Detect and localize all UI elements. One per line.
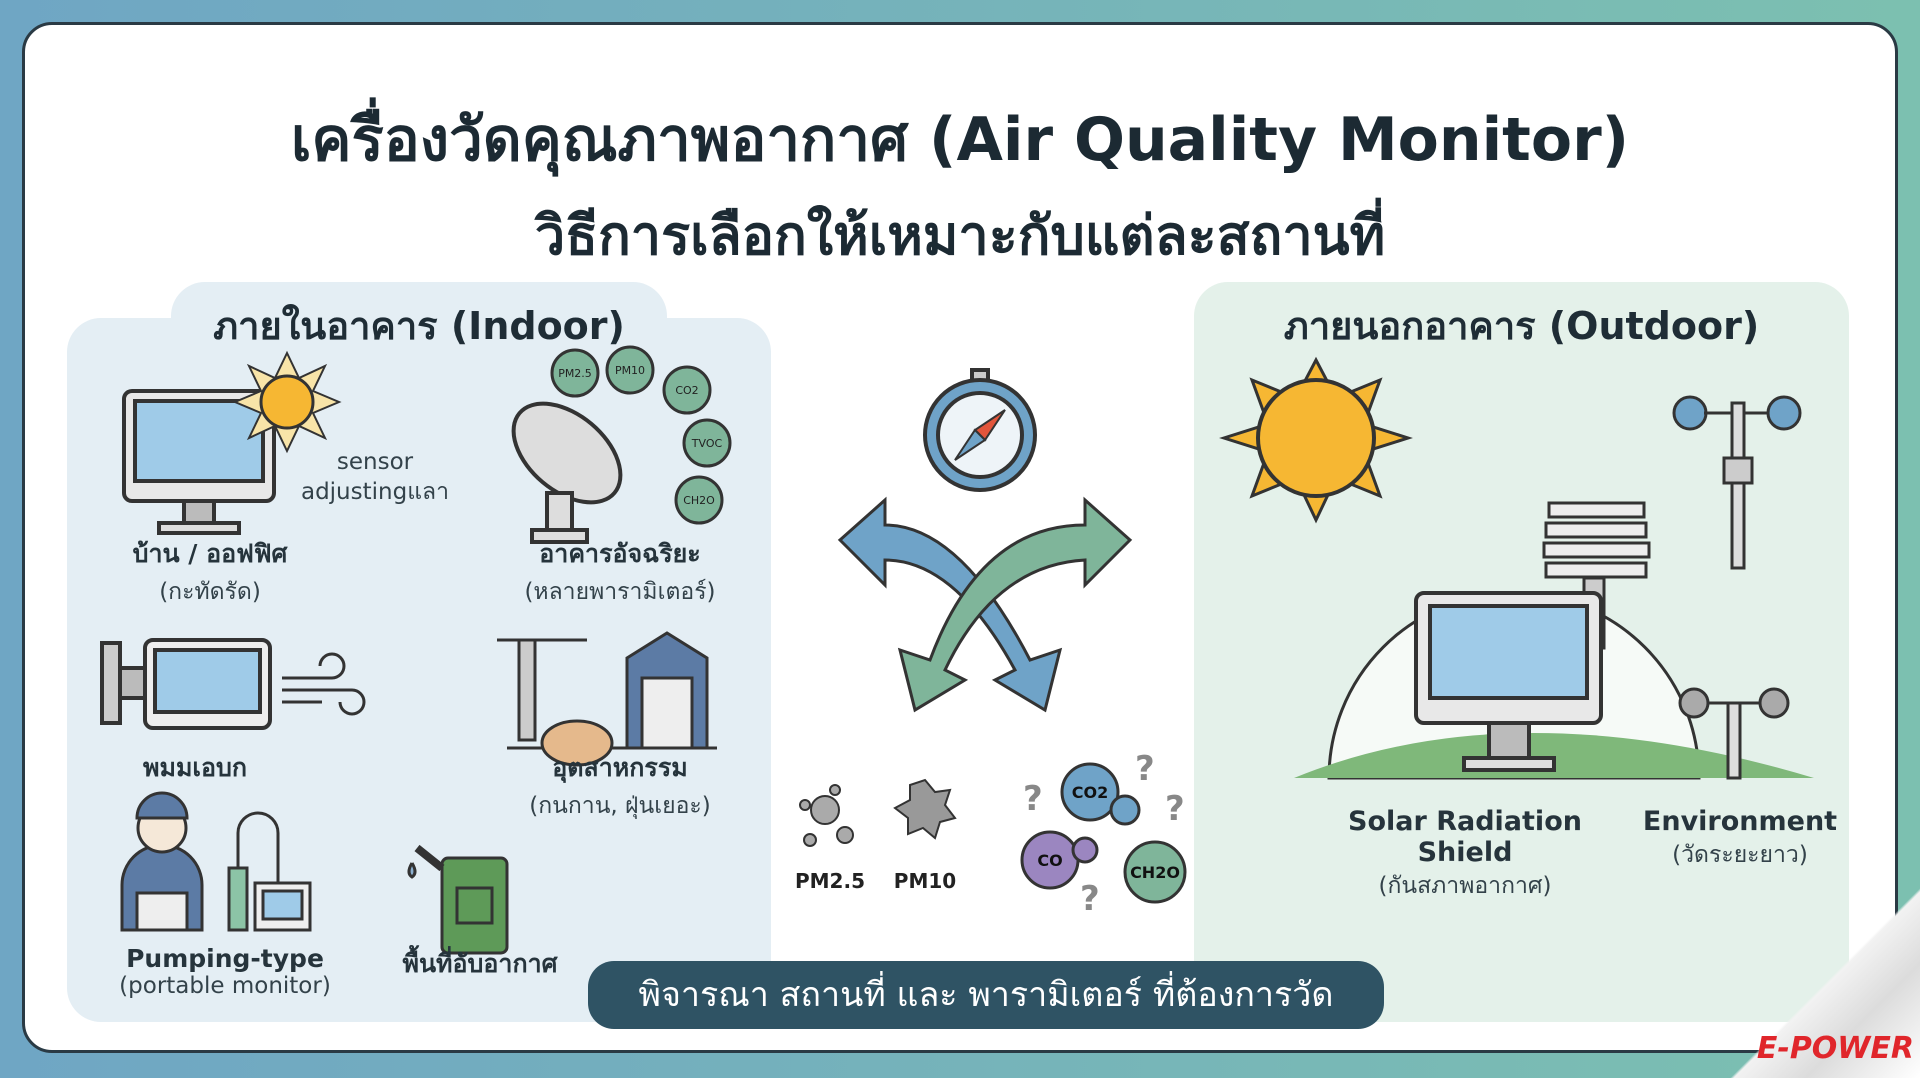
- item-sub: (กันสภาพอากาศ): [1378, 873, 1552, 899]
- outdoor-icons: [1219, 356, 1814, 780]
- particle-pm25: PM2.5: [795, 869, 865, 893]
- airflow-icon: [282, 652, 366, 716]
- item-sub: (กนกาน, ฝุ่นเยอะ): [529, 793, 711, 819]
- item-label: อาคารอัจฉริยะ: [539, 539, 701, 568]
- item-label: อุตสาหกรรม: [552, 753, 688, 782]
- item-solar-shield: Solar Radiation Shield (กันสภาพอากาศ): [1300, 806, 1630, 904]
- item-wall-mount: พมมเอบก: [80, 748, 310, 788]
- grass-hill: [1294, 733, 1814, 778]
- item-home-office: บ้าน / ออฟฟิศ (กะทัดรัด): [95, 534, 325, 610]
- bubble-co2: CO2: [675, 384, 698, 397]
- item-environment: Environment (วัดระยะยาว): [1640, 806, 1840, 873]
- compass-icon: [923, 368, 1037, 492]
- worker-icon: [120, 791, 312, 932]
- particles-icon: [799, 778, 957, 847]
- sun-icon: [232, 350, 342, 454]
- item-confined-space: พื้นที่อับอากาศ: [370, 944, 590, 984]
- item-label: พมมเอบก: [142, 753, 247, 782]
- sensor-note-line2: adjustingแลา: [300, 479, 450, 505]
- bubble-ch2o: CH2O: [683, 494, 715, 507]
- wall-monitor-icon: [100, 638, 272, 730]
- item-pumping: Pumping-type(portable monitor): [85, 944, 365, 999]
- desktop-monitor-icon: [122, 389, 276, 535]
- radiation-shield-icon: [1542, 501, 1651, 650]
- item-label: Solar Radiation Shield: [1348, 806, 1582, 868]
- bubble-tvoc: TVOC: [691, 437, 723, 450]
- title-line1: เครื่องวัดคุณภาพอากาศ (Air Quality Monit…: [290, 105, 1630, 175]
- wind-vane-icon: [1678, 687, 1790, 780]
- item-sub: (หลายพารามิเตอร์): [524, 579, 716, 605]
- outdoor-heading: ภายนอกอาคาร (Outdoor): [1283, 304, 1760, 348]
- center-graphic: CO2 CO CH2O ? ? ? ? PM2.5 PM10: [795, 368, 1187, 919]
- jerry-can-icon: [407, 844, 509, 955]
- item-label: พื้นที่อับอากาศ: [402, 949, 558, 978]
- question-mark: ?: [1135, 749, 1155, 789]
- question-mark: ?: [1023, 779, 1043, 819]
- gas-co: CO: [1037, 851, 1062, 870]
- item-label: Environment: [1642, 806, 1838, 837]
- item-sub: (portable monitor): [119, 973, 331, 999]
- item-label: บ้าน / ออฟฟิศ: [132, 539, 288, 568]
- gas-molecules-icon: [1020, 762, 1187, 904]
- brand-logo: E-POWER: [1756, 1031, 1914, 1066]
- bubble-pm25: PM2.5: [558, 367, 592, 380]
- sun-icon: [1219, 356, 1413, 524]
- item-label: Pumping-type: [126, 944, 324, 973]
- question-mark: ?: [1080, 879, 1100, 919]
- item-smart-building: อาคารอัจฉริยะ (หลายพารามิเตอร์): [490, 534, 750, 610]
- indoor-heading: ภายในอาคาร (Indoor): [213, 304, 625, 348]
- item-sub: (กะทัดรัด): [159, 579, 261, 605]
- outdoor-monitor-icon: [1414, 591, 1603, 772]
- direction-arrows-icon: [837, 496, 1133, 713]
- anemometer-icon: [1672, 395, 1802, 570]
- item-sub: (วัดระยะยาว): [1672, 842, 1808, 868]
- particle-pm10: PM10: [894, 869, 956, 893]
- footer-pill: พิจารณา สถานที่ และ พารามิเตอร์ ที่ต้องก…: [588, 961, 1384, 1029]
- industry-icon: [497, 631, 717, 767]
- bubble-pm10: PM10: [615, 364, 645, 377]
- indoor-icons: PM2.5 PM10 CO2 TVOC CH2O: [100, 345, 732, 955]
- page-curl: [1730, 888, 1920, 1078]
- question-mark: ?: [1165, 789, 1185, 829]
- gas-ch2o: CH2O: [1130, 863, 1180, 882]
- gas-co2: CO2: [1072, 783, 1108, 802]
- item-industrial: อุตสาหกรรม (กนกาน, ฝุ่นเยอะ): [490, 748, 750, 824]
- sensor-note-line1: sensor: [336, 449, 414, 475]
- title-line2: วิธีการเลือกให้เหมาะกับแต่ละสถานที่: [534, 204, 1386, 267]
- parameter-bubbles: [550, 345, 732, 525]
- satellite-dish-icon: [511, 401, 623, 544]
